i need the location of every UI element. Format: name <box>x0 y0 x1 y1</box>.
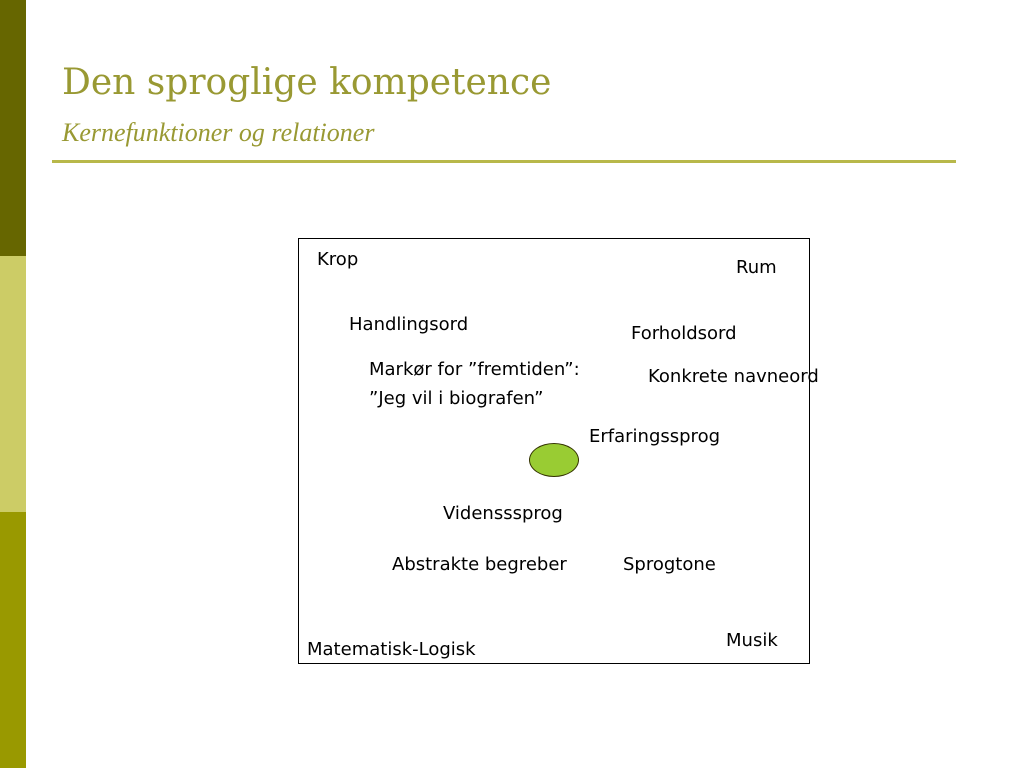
title-divider <box>52 160 956 163</box>
center-marker-ellipse <box>529 443 579 477</box>
corner-label-musik: Musik <box>726 630 778 651</box>
diagram-frame <box>298 238 810 664</box>
slide-title: Den sproglige kompetence <box>62 62 552 103</box>
side-bar-top <box>0 0 26 256</box>
side-bar-bottom <box>0 512 26 768</box>
corner-label-matematisk-logisk: Matematisk-Logisk <box>307 639 476 660</box>
corner-label-krop: Krop <box>317 249 359 270</box>
corner-label-rum: Rum <box>736 257 777 278</box>
side-bar-middle <box>0 256 26 512</box>
label-vidensssprog: Vidensssprog <box>443 503 563 524</box>
label-handlingsord: Handlingsord <box>349 314 469 335</box>
label-marker-line1: Markør for ”fremtiden”: <box>369 359 580 380</box>
label-abstrakte-begreber: Abstrakte begreber <box>392 554 567 575</box>
label-marker-line2: ”Jeg vil i biografen” <box>369 388 544 409</box>
slide-subtitle: Kernefunktioner og relationer <box>62 118 375 147</box>
label-sprogtone: Sprogtone <box>623 554 716 575</box>
label-erfaringssprog: Erfaringssprog <box>589 426 721 447</box>
label-konkrete-navneord: Konkrete navneord <box>648 366 819 387</box>
label-forholdsord: Forholdsord <box>631 323 737 344</box>
